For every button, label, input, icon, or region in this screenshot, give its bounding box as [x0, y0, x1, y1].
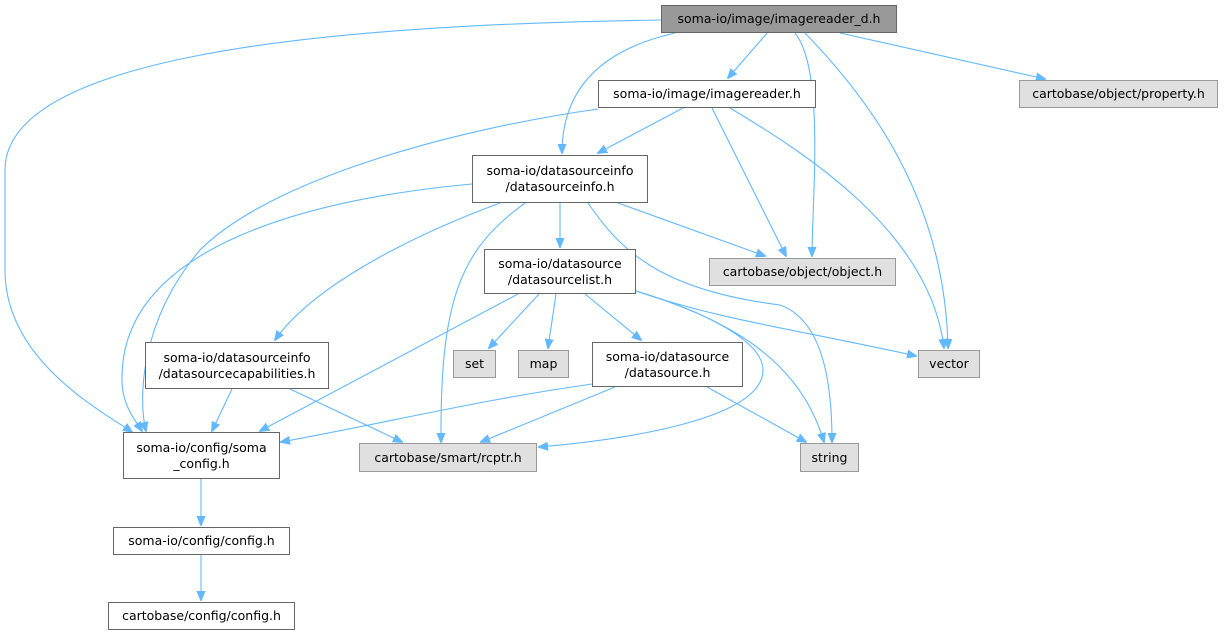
node-datasourceinfo[interactable]: soma-io/datasourceinfo/datasourceinfo.h: [472, 155, 648, 203]
node-datasourcelist[interactable]: soma-io/datasource/datasourcelist.h: [484, 249, 636, 294]
node-label-line: cartobase/object/property.h: [1032, 86, 1205, 101]
node-imagereader[interactable]: soma-io/image/imagereader.h: [598, 80, 816, 108]
node-set[interactable]: set: [453, 350, 496, 378]
node-label-line: map: [529, 356, 558, 371]
node-property[interactable]: cartobase/object/property.h: [1019, 80, 1218, 108]
edge-imagereader-vector: [729, 107, 944, 348]
edge-datasourcelist-soma-config: [260, 293, 519, 431]
node-label-line: soma-io/datasourceinfo: [486, 163, 634, 178]
node-soma-config[interactable]: soma-io/config/soma_config.h: [123, 432, 280, 479]
edge-root-datasourceinfo: [562, 32, 676, 153]
node-config[interactable]: soma-io/config/config.h: [113, 527, 290, 555]
edge-datasource-rcptr: [481, 386, 616, 442]
node-vector[interactable]: vector: [918, 350, 980, 378]
edge-datasource-soma-config: [281, 383, 593, 442]
edge-datasourcelist-map: [548, 293, 557, 348]
node-label-line: soma-io/datasourceinfo: [163, 349, 311, 365]
edge-imagereader-datasourceinfo: [598, 107, 684, 153]
edge-imagereader-soma-config: [143, 108, 599, 431]
edge-root-object: [794, 32, 815, 256]
node-label-line: cartobase/smart/rcptr.h: [374, 449, 522, 465]
node-carto-config[interactable]: cartobase/config/config.h: [108, 602, 295, 630]
node-label-line: soma-io/config/soma: [136, 439, 267, 455]
edge-datasourcelist-vector: [635, 290, 916, 356]
node-object[interactable]: cartobase/object/object.h: [709, 258, 896, 286]
edge-datasource-string: [706, 386, 806, 442]
node-label-line: cartobase/config/config.h: [122, 608, 281, 623]
edge-datasourceinfo-string: [587, 202, 832, 442]
node-label-line: /datasource.h: [624, 364, 711, 380]
edge-imagereader-object: [711, 107, 786, 256]
edge-root-vector: [804, 32, 948, 348]
node-label-line: soma-io/image/imagereader_d.h: [677, 11, 881, 26]
edge-datasourcelist-string: [635, 290, 824, 442]
node-label-line: soma-io/datasource: [605, 348, 730, 364]
node-label-line: /datasourcecapabilities.h: [158, 365, 316, 381]
edge-datasourceinfo-soma-config: [121, 183, 473, 431]
node-label-line: /datasourceinfo.h: [505, 179, 615, 194]
edge-datasourceinfo-capabilities: [275, 202, 501, 340]
node-datasourcecapabilities[interactable]: soma-io/datasourceinfo/datasourcecapabil…: [145, 342, 329, 389]
edge-capabilities-soma-config: [212, 388, 233, 431]
node-label-line: /datasourcelist.h: [507, 271, 613, 287]
edge-datasourcelist-datasource: [584, 293, 641, 340]
node-label-line: soma-io/datasource: [498, 255, 622, 271]
node-rcptr[interactable]: cartobase/smart/rcptr.h: [359, 443, 537, 472]
node-imagereader-d[interactable]: soma-io/image/imagereader_d.h: [661, 5, 897, 33]
node-label-line: string: [811, 449, 848, 465]
edge-root-imagereader: [728, 31, 769, 78]
edge-datasourceinfo-object: [617, 202, 765, 256]
node-label-line: soma-io/image/imagereader.h: [613, 86, 801, 101]
edge-datasourcelist-set: [489, 293, 540, 348]
edge-capabilities-rcptr: [289, 388, 402, 442]
node-label-line: _config.h: [173, 455, 230, 471]
edge-root-soma-config: [4, 19, 662, 432]
node-label-line: vector: [929, 356, 969, 371]
edge-datasourceinfo-rcptr: [441, 202, 526, 442]
node-datasource[interactable]: soma-io/datasource/datasource.h: [592, 342, 743, 387]
node-label-line: soma-io/config/config.h: [128, 533, 275, 548]
node-label-line: set: [464, 356, 485, 371]
node-string[interactable]: string: [800, 443, 859, 472]
edge-root-property: [839, 32, 1045, 79]
node-map[interactable]: map: [518, 350, 569, 378]
node-label-line: cartobase/object/object.h: [722, 264, 883, 279]
